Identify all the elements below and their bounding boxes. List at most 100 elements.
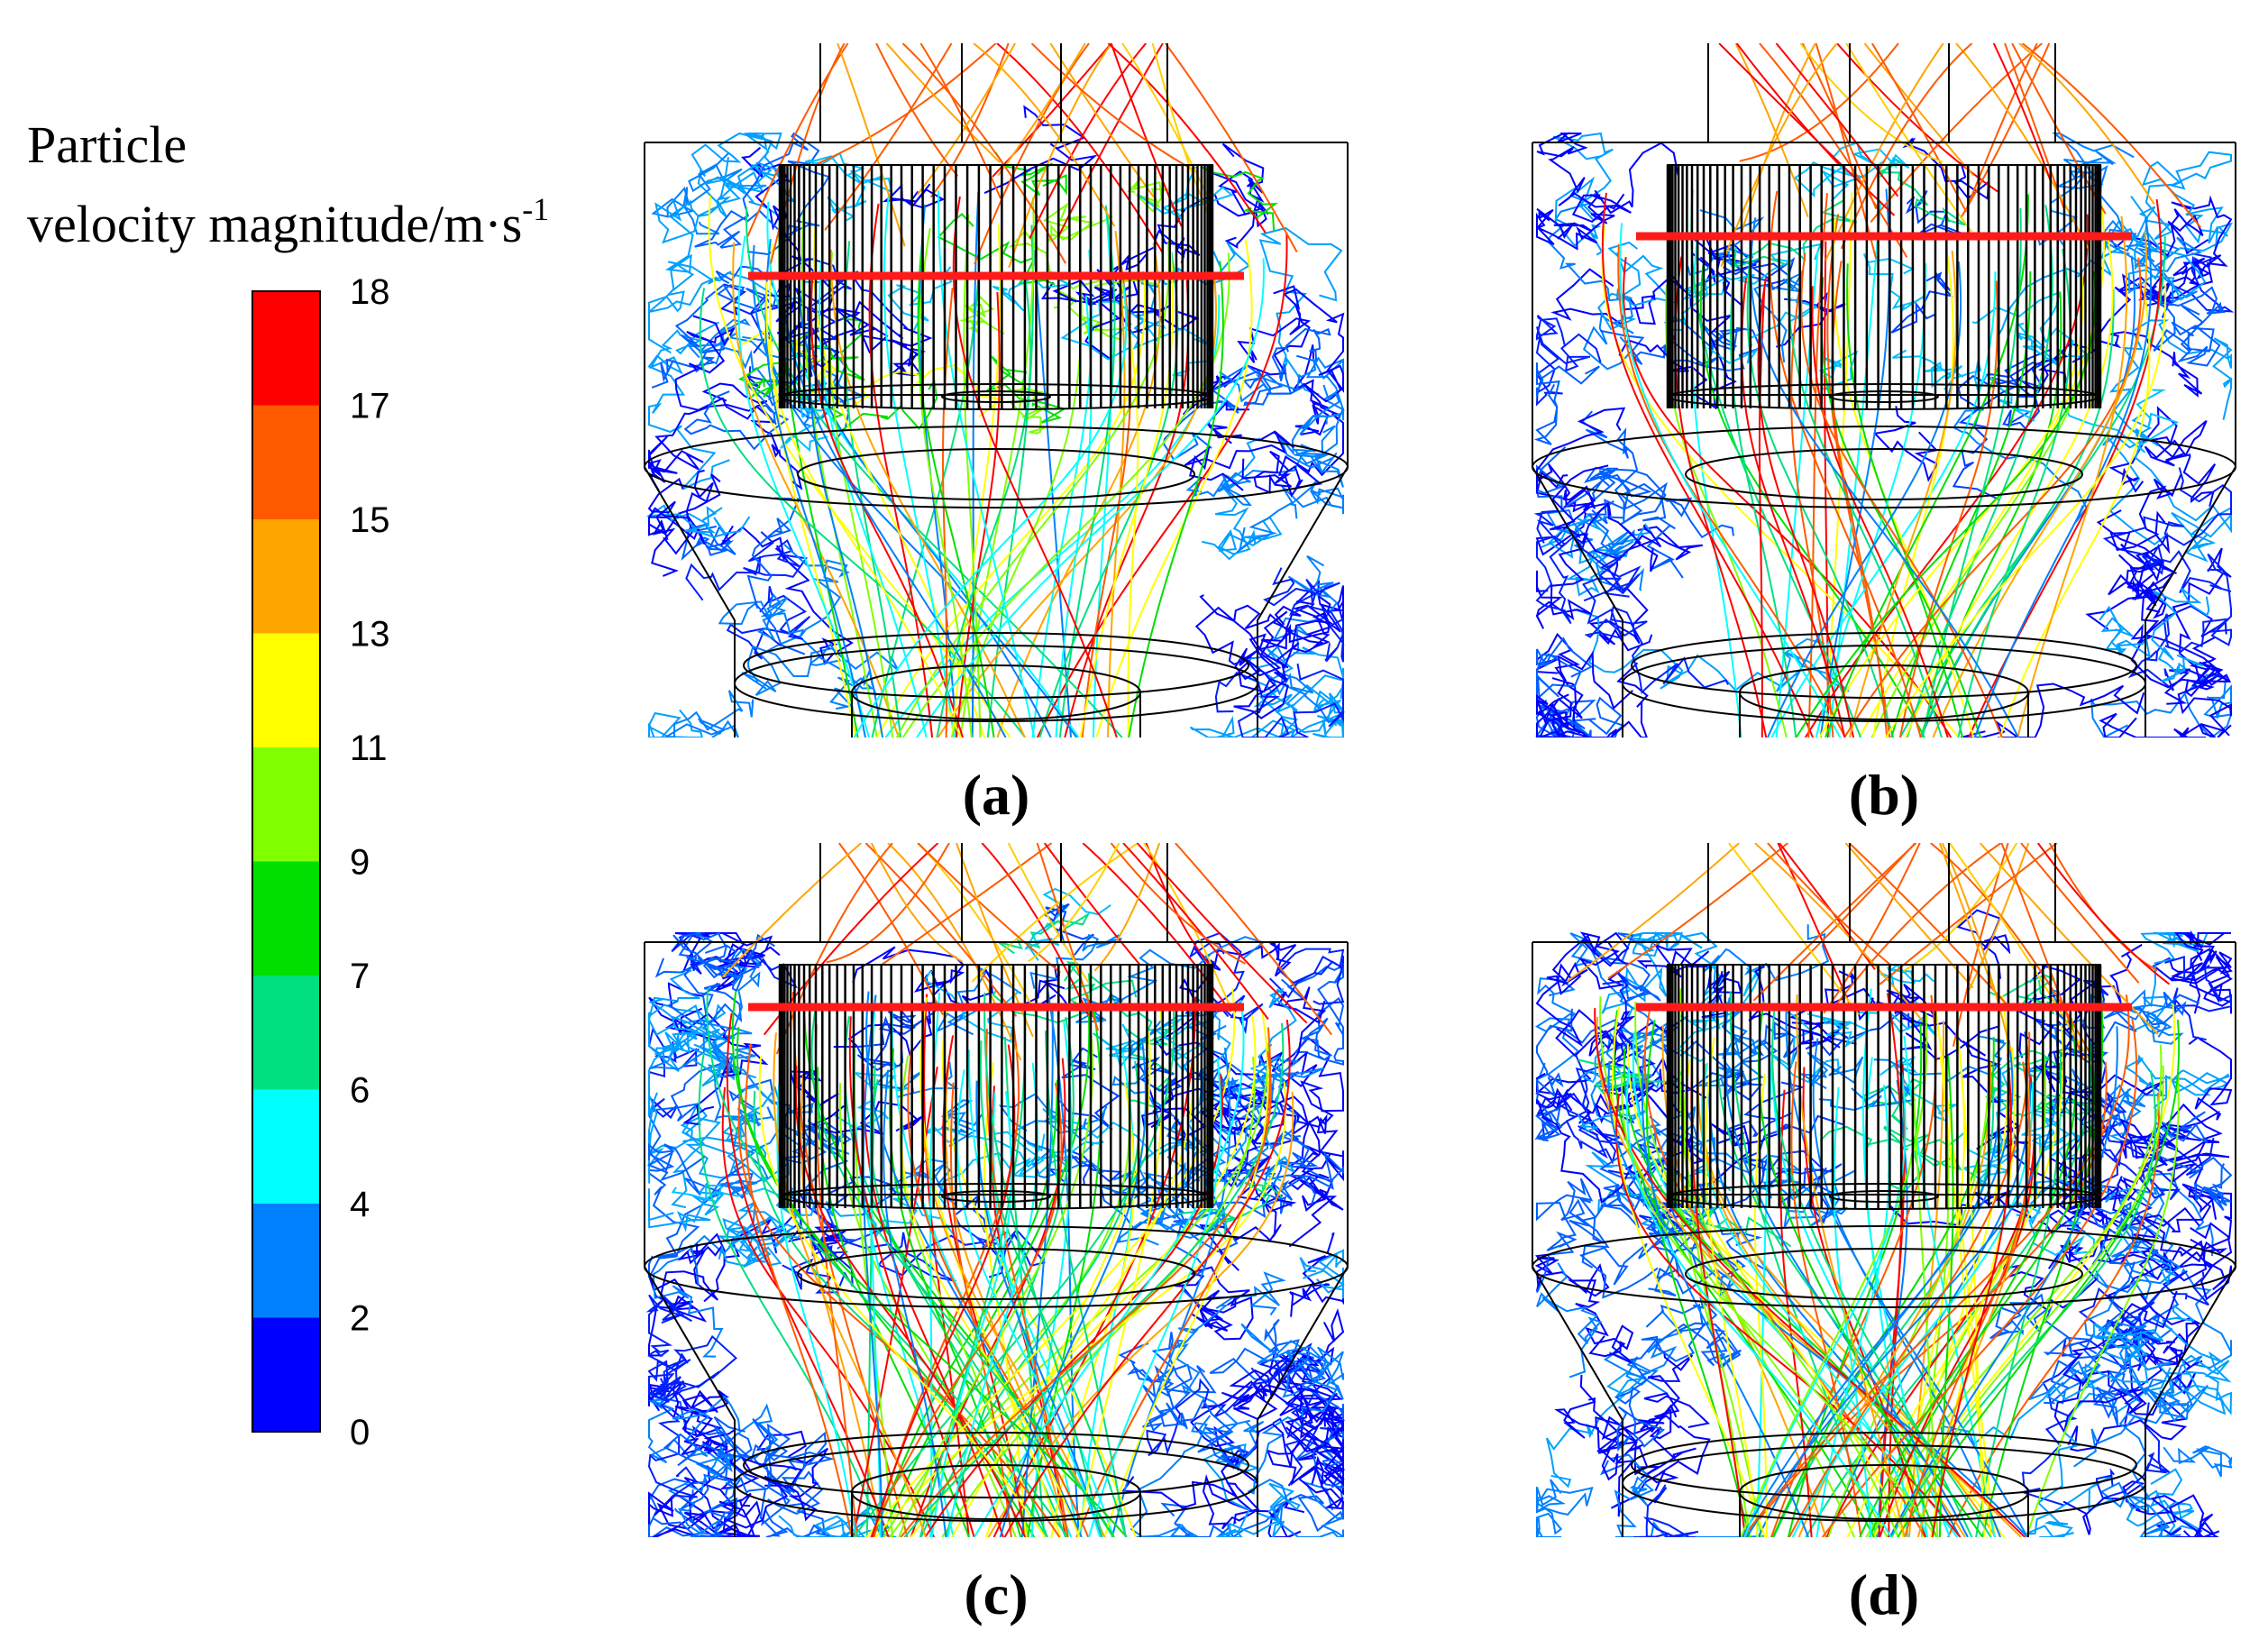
streamline	[746, 497, 806, 655]
streamline	[769, 243, 857, 737]
streamline	[770, 1223, 1046, 1282]
streamline	[920, 1063, 1106, 1537]
streamline	[1932, 232, 2147, 737]
streamline	[1569, 932, 1679, 1057]
panel-a: (a)	[644, 43, 1349, 827]
streamline	[1202, 437, 1283, 561]
streamline	[887, 843, 1022, 1061]
wireframe-geometry	[644, 43, 1349, 737]
streamline	[736, 1026, 1128, 1537]
streamline	[956, 843, 1034, 1038]
streamline	[979, 1040, 1128, 1537]
streamline	[956, 1069, 1102, 1537]
streamline	[1952, 843, 2009, 1047]
streamline	[997, 43, 1086, 177]
streamline	[996, 43, 1164, 254]
streamline	[981, 843, 1090, 1016]
streamline	[907, 1049, 1090, 1537]
streamline	[1133, 242, 1251, 335]
streamline	[2095, 1402, 2171, 1499]
streamline	[1260, 604, 1341, 683]
streamline	[1619, 223, 1842, 737]
streamline	[1930, 843, 2090, 1053]
streamline	[1029, 43, 1148, 240]
streamline	[1998, 287, 2151, 737]
streamline	[947, 1062, 1038, 1537]
streamline	[1219, 356, 1345, 412]
streamline	[2011, 43, 2107, 215]
streamline	[1845, 43, 1973, 233]
panels: (a)(b)(c)(d)	[644, 43, 2236, 1626]
streamline	[983, 993, 1103, 1537]
streamline	[1872, 245, 1954, 737]
streamline	[1552, 132, 1614, 256]
streamline	[1536, 1262, 1603, 1379]
streamline	[986, 224, 1035, 737]
streamline	[1767, 261, 1962, 737]
streamline	[1285, 1387, 1345, 1510]
streamline	[2172, 547, 2232, 698]
streamline	[1268, 1307, 1345, 1406]
streamline	[1955, 43, 2090, 251]
colorbar-tick-label: 0	[350, 1413, 370, 1452]
streamline	[776, 1083, 857, 1537]
wireframe-geometry	[1532, 43, 2236, 737]
streamline	[999, 1038, 1147, 1537]
streamline	[2085, 1201, 2159, 1332]
rotor-hub	[1829, 1190, 1939, 1203]
cone-bottom-ellipse	[1631, 1432, 2137, 1498]
streamline	[1870, 43, 2043, 224]
streamline	[837, 43, 906, 247]
streamline	[2141, 1183, 2233, 1282]
streamline	[1194, 594, 1324, 714]
streamline	[883, 1091, 1130, 1537]
streamline	[2162, 1304, 2233, 1415]
streamline	[1007, 843, 1090, 983]
streamline	[647, 1049, 725, 1278]
streamline	[647, 1370, 720, 1498]
streamline	[647, 1392, 733, 1537]
streamline	[1759, 43, 1908, 258]
streamline	[1966, 43, 2038, 207]
streamline	[1919, 292, 2062, 737]
streamline	[1572, 501, 1662, 573]
streamline	[1534, 1252, 1635, 1365]
streamline	[663, 690, 754, 737]
streamline	[903, 1022, 1285, 1537]
rotor-hub	[941, 1190, 1051, 1203]
streamline	[956, 291, 1001, 737]
streamline	[1273, 285, 1345, 477]
streamline	[718, 1187, 864, 1267]
streamline	[1136, 843, 1308, 1024]
panel-label: (a)	[963, 763, 1030, 827]
streamline	[1536, 407, 1626, 511]
streamline	[1901, 1039, 1966, 1537]
streamline	[708, 196, 1011, 737]
streamline	[1641, 1055, 1810, 1537]
streamline	[1897, 1019, 2181, 1537]
panel-label: (d)	[1849, 1562, 1919, 1626]
colorbar-segment	[252, 861, 320, 976]
streamline	[1625, 1067, 1892, 1537]
rotor-cage	[778, 964, 1214, 1210]
streamline	[2173, 930, 2233, 1014]
streamline	[745, 206, 1123, 737]
streamline	[1209, 1318, 1325, 1382]
streamline	[1800, 1051, 1864, 1090]
streamline	[663, 1425, 836, 1515]
legend-title-line2: velocity magnitude/m·s-1	[27, 191, 549, 253]
streamline	[2085, 510, 2177, 630]
streamline	[1058, 206, 1116, 737]
streamline	[1989, 1293, 2098, 1356]
streamline	[1777, 843, 1852, 1007]
streamline	[985, 1028, 1069, 1537]
streamline	[916, 258, 1265, 737]
streamline	[1146, 1359, 1319, 1457]
colorbar-tick-label: 13	[350, 615, 390, 655]
streamline	[1892, 349, 1964, 389]
streamline	[645, 1294, 738, 1384]
streamline	[647, 969, 736, 1073]
cone-bottom-ellipse	[1631, 632, 2137, 699]
streamline	[800, 209, 878, 737]
streamline	[1949, 843, 2095, 1068]
